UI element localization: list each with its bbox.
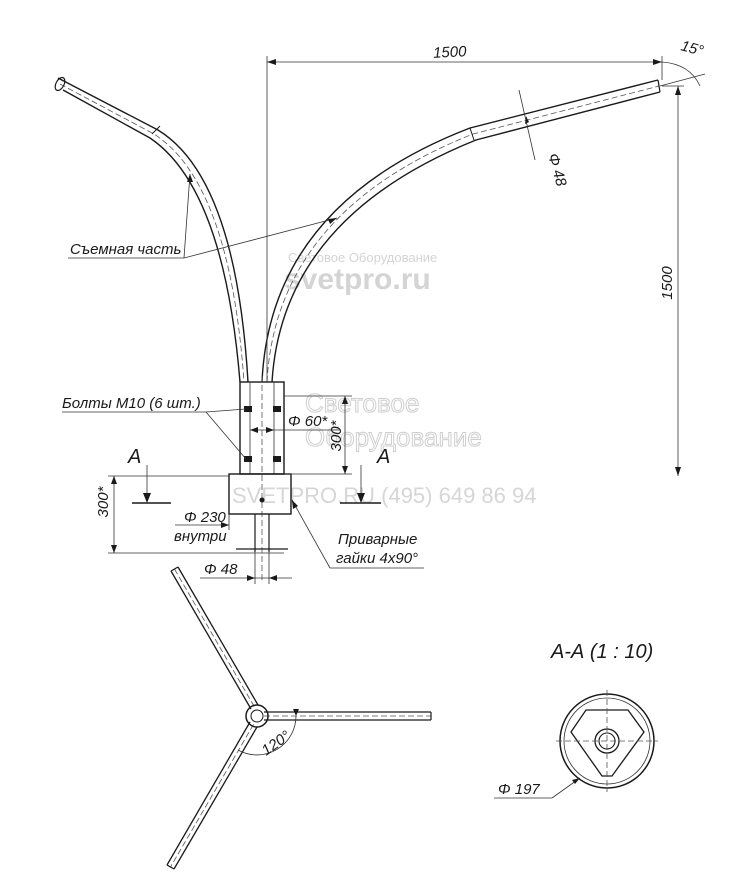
dim-base-diameter-value: Φ 230 [184,509,226,526]
dim-arm-height-value: 1500 [659,266,676,300]
right-arm [261,79,661,383]
watermark-phone: SVETPRO.RU (495) 649 86 94 [232,483,536,508]
dim-tube-diameter-value: Φ 48 [544,151,570,188]
dim-base-angle-value: 120° [259,728,294,760]
plan-arm-lower [166,721,258,870]
removable-part-text: Съемная часть [70,241,181,258]
dim-section-diameter: Φ 197 [494,777,581,799]
label-bolts: Болты М10 (6 шт.) [62,395,247,460]
dim-pin-diameter-value: Φ 48 [204,561,238,578]
watermark-company: Световое Оборудование [288,250,437,265]
section-title: А-А (1 : 10) [550,641,653,663]
dim-sleeve-height: 300* [284,395,352,475]
watermark-site: svetpro.ru [284,263,431,296]
dim-sleeve-diameter: Φ 60* [250,413,340,433]
elevation-view: 1500 15° 1500 Φ 48 Съ [54,37,705,584]
dim-tilt-angle: 15° [659,37,705,87]
plan-arm-right [264,711,432,721]
dim-tilt-angle-value: 15° [679,37,705,59]
dim-section-diameter-value: Φ 197 [498,781,540,798]
plan-hub [245,704,269,728]
dim-arm-span-value: 1500 [433,43,468,62]
dim-arm-height: 1500 [659,85,684,476]
dim-arm-span: 1500 [266,43,663,382]
dim-base-diameter-note: внутри [174,528,227,545]
section-mark-left: А [127,446,141,468]
plan-arm-upper [170,566,259,710]
label-removable-part: Съемная часть [68,173,338,259]
base-block [228,473,292,554]
dim-base-diameter: Φ 230 внутри [174,509,230,545]
dim-base-height: 300* [95,475,240,554]
watermark: Световое Оборудование svetpro.ru Светово… [232,250,536,508]
section-view: А-А (1 : 10) Φ 197 [494,641,658,799]
plan-view: 120° [166,566,432,870]
label-welded-nuts: Приварные гайки 4х90° [291,499,424,569]
watermark-company-outline-1: Световое [305,388,419,418]
section-marks: А А [127,446,390,504]
bolt-icon [244,406,281,462]
bolts-text: Болты М10 (6 шт.) [62,395,201,412]
dim-sleeve-height-value: 300* [328,419,345,451]
left-arm [54,76,249,383]
welded-nuts-line1: Приварные [338,531,417,548]
section-mark-right: А [376,446,390,468]
dim-pin-diameter: Φ 48 [200,552,292,584]
watermark-company-outline-2: Оборудование [305,422,482,452]
welded-nuts-line2: гайки 4х90° [336,550,418,567]
dim-sleeve-diameter-value: Φ 60* [288,413,328,430]
dim-base-height-value: 300* [95,485,112,517]
